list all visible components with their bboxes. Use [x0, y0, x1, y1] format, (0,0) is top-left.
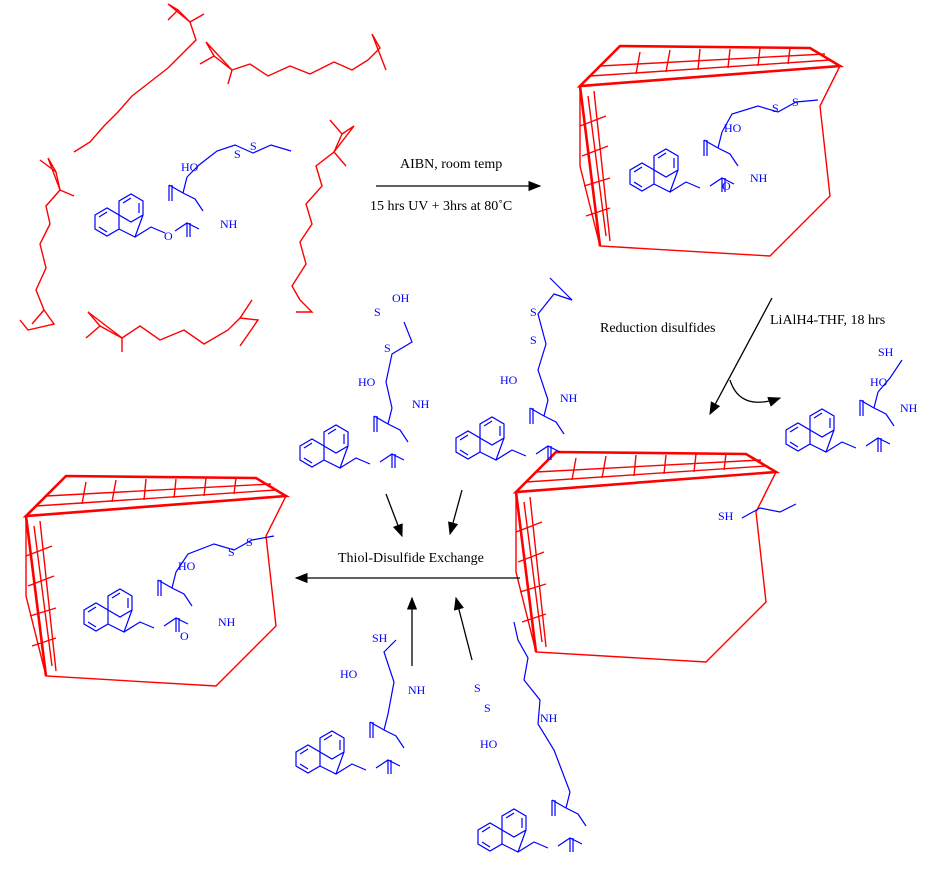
template-molecule-start	[94, 144, 292, 238]
atom-sh-cavity: SH	[718, 509, 734, 523]
atom-oh-sulfo: OH	[392, 291, 410, 305]
atom-ho-tbu: HO	[500, 373, 518, 387]
reagent-sulfonated	[299, 321, 413, 469]
atom-s-1a: S	[234, 147, 241, 161]
step2-conditions-right: LiAlH4-THF, 18 hrs	[770, 313, 885, 328]
step1-conditions-top: AIBN, room temp	[400, 157, 502, 172]
atom-nh-2: NH	[750, 171, 768, 185]
input-arrow-2	[448, 489, 463, 536]
input-arrow-1	[385, 493, 403, 538]
atom-s-tbu-b: S	[530, 333, 537, 347]
atom-ho-1: HO	[181, 160, 199, 174]
atom-nh-allyl: NH	[540, 711, 558, 725]
atom-nh-1: NH	[220, 217, 238, 231]
atom-ho-2: HO	[724, 121, 742, 135]
template-molecule-rebound	[83, 535, 275, 633]
reagent-cysteine	[295, 639, 405, 775]
polymer-rebound	[24, 474, 288, 688]
atom-nh-tbu: NH	[560, 391, 578, 405]
step3-conditions: Thiol-Disulfide Exchange	[338, 551, 484, 566]
released-fmoc-cys	[785, 359, 903, 453]
step1-conditions-bottom: 15 hrs UV + 3hrs at 80˚C	[370, 199, 512, 214]
step2-arrow	[709, 297, 773, 416]
atom-s-allyl-a: S	[474, 681, 481, 695]
atom-s-2a: S	[772, 101, 779, 115]
atom-s-sulfo: S	[384, 341, 391, 355]
atom-ho-rebound: HO	[178, 559, 196, 573]
atom-s-rebound-a: S	[228, 545, 235, 559]
atom-nh-rebound: NH	[218, 615, 236, 629]
atom-s-sulfo-b: S	[374, 305, 381, 319]
atom-ho-allyl: HO	[480, 737, 498, 751]
monomer-mixture	[19, 3, 387, 352]
reagent-allyl-disulfide	[477, 621, 587, 853]
atom-s-2b: S	[792, 95, 799, 109]
atom-o-2: O	[722, 179, 731, 193]
reagent-tbutyl	[455, 277, 573, 461]
input-arrow-4	[453, 596, 473, 661]
atom-ho-sulfo: HO	[358, 375, 376, 389]
atom-s-tbu-a: S	[530, 305, 537, 319]
release-arrow	[729, 379, 782, 407]
atom-o-rebound: O	[180, 629, 189, 643]
atom-sh-cys: SH	[372, 631, 388, 645]
atom-nh-cys: NH	[408, 683, 426, 697]
atom-o-1: O	[164, 229, 173, 243]
atom-nh-released: NH	[900, 401, 918, 415]
atom-s-allyl-b: S	[484, 701, 491, 715]
template-molecule-bound	[629, 99, 819, 193]
atom-s-rebound-b: S	[246, 535, 253, 549]
polymer-imprinted-top	[578, 44, 842, 258]
atom-s-1b: S	[250, 139, 257, 153]
atom-sh-released: SH	[878, 345, 894, 359]
step2-conditions-left: Reduction disulfides	[600, 321, 716, 336]
thiol-arm	[741, 503, 797, 519]
atom-ho-released: HO	[870, 375, 888, 389]
polymer-reduced	[514, 450, 778, 664]
atom-nh-sulfo: NH	[412, 397, 430, 411]
atom-ho-cys: HO	[340, 667, 358, 681]
